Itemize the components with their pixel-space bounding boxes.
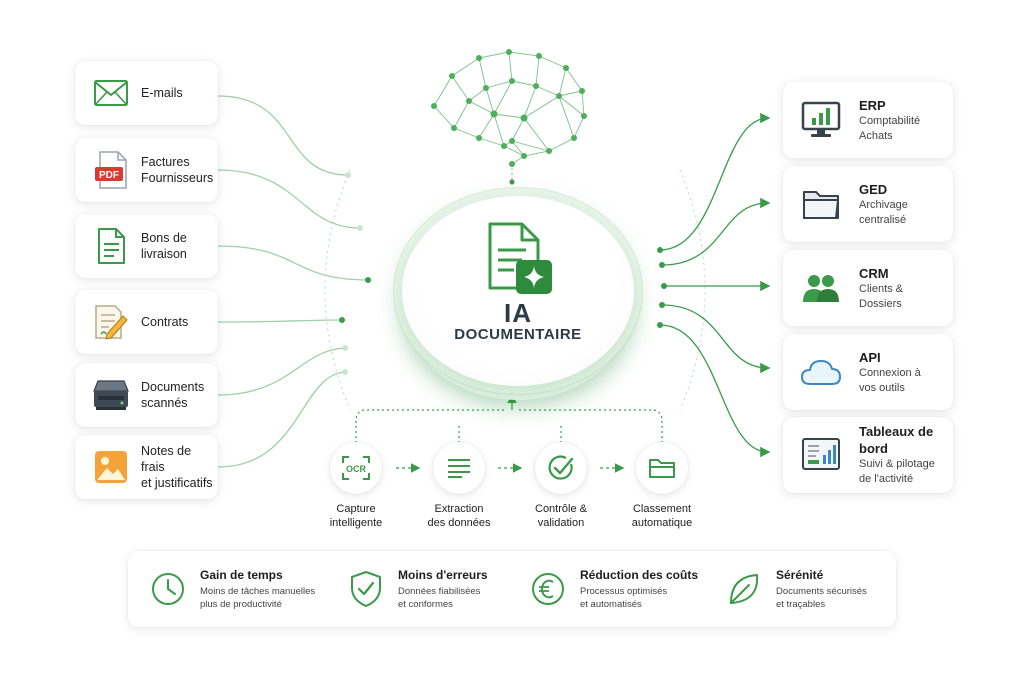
envelope-icon bbox=[91, 73, 131, 113]
step-label: Contrôle & validation bbox=[535, 503, 587, 529]
pdf-badge: PDF bbox=[99, 170, 119, 181]
benefit-text: Moins de tâches manuelles plus de produc… bbox=[200, 586, 316, 610]
step-label: Extraction des données bbox=[427, 503, 491, 529]
folder-icon bbox=[636, 442, 688, 494]
source-label: Documents scannés bbox=[141, 380, 205, 410]
benefit-text: Processus optimisés et automatisés bbox=[580, 586, 668, 610]
benefit-costs: Réduction des coûts Processus optimisés … bbox=[528, 551, 698, 627]
step-classification[interactable]: Classement automatique bbox=[607, 442, 717, 530]
scanner-icon bbox=[91, 375, 131, 415]
benefit-title: Réduction des coûts bbox=[580, 568, 699, 582]
hub-title: IA bbox=[504, 298, 532, 328]
ocr-scan-icon: OCR bbox=[330, 442, 382, 494]
destination-subtitle: Suivi & pilotage de l'activité bbox=[859, 458, 935, 485]
benefit-title: Moins d'erreurs bbox=[398, 568, 488, 582]
destination-subtitle: Clients & Dossiers bbox=[859, 282, 904, 310]
source-card-delivery-notes[interactable]: Bons de livraison bbox=[75, 214, 218, 278]
dashboard-icon bbox=[799, 433, 843, 477]
document-icon bbox=[91, 226, 131, 266]
source-card-expense-notes[interactable]: Notes de frais et justificatifs bbox=[75, 435, 218, 499]
pdf-file-icon: PDF bbox=[91, 150, 131, 190]
step-validation[interactable]: Contrôle & validation bbox=[506, 442, 616, 530]
destination-subtitle: Archivage centralisé bbox=[859, 198, 908, 226]
source-label: Factures Fournisseurs bbox=[141, 155, 214, 185]
leaf-icon bbox=[724, 569, 764, 609]
benefit-title: Sérénité bbox=[776, 568, 824, 582]
benefit-serenity: Sérénité Documents sécurisés et traçable… bbox=[724, 551, 867, 627]
clock-icon bbox=[148, 569, 188, 609]
step-extraction[interactable]: Extraction des données bbox=[404, 442, 514, 530]
benefits-bar: Gain de temps Moins de tâches manuelles … bbox=[128, 551, 896, 627]
neural-network-brain-icon bbox=[431, 49, 587, 167]
step-label: Capture intelligente bbox=[329, 503, 383, 529]
benefit-errors: Moins d'erreurs Données fiabilisées et c… bbox=[346, 551, 488, 627]
source-label: Notes de frais et justificatifs bbox=[141, 444, 213, 490]
destination-subtitle: Connexion à vos outils bbox=[859, 366, 921, 394]
destination-title: API bbox=[859, 349, 881, 365]
destination-title: CRM bbox=[859, 265, 889, 281]
destination-card-dashboards[interactable]: Tableaux de bord Suivi & pilotage de l'a… bbox=[783, 417, 953, 493]
users-icon bbox=[799, 266, 843, 310]
destination-title: GED bbox=[859, 181, 888, 197]
benefit-time: Gain de temps Moins de tâches manuelles … bbox=[148, 551, 315, 627]
euro-icon bbox=[528, 569, 568, 609]
destination-card-api[interactable]: API Connexion à vos outils bbox=[783, 334, 953, 410]
source-label: Contrats bbox=[141, 315, 189, 329]
image-receipt-icon bbox=[91, 447, 131, 487]
destination-title: ERP bbox=[859, 97, 886, 113]
check-circle-icon bbox=[535, 442, 587, 494]
shield-check-icon bbox=[346, 569, 386, 609]
cloud-icon bbox=[799, 350, 843, 394]
benefit-title: Gain de temps bbox=[200, 568, 283, 582]
monitor-chart-icon bbox=[799, 98, 843, 142]
folder-icon bbox=[799, 182, 843, 226]
source-card-emails[interactable]: E-mails bbox=[75, 61, 218, 125]
destination-card-ged[interactable]: GED Archivage centralisé bbox=[783, 166, 953, 242]
source-label: E-mails bbox=[141, 86, 183, 100]
source-card-invoices[interactable]: PDF Factures Fournisseurs bbox=[75, 138, 218, 202]
destination-card-crm[interactable]: CRM Clients & Dossiers bbox=[783, 250, 953, 326]
contract-pen-icon bbox=[91, 302, 131, 342]
benefit-text: Données fiabilisées et conformes bbox=[398, 586, 481, 610]
source-card-scanned-documents[interactable]: Documents scannés bbox=[75, 363, 218, 427]
ai-document-icon bbox=[488, 222, 552, 294]
source-card-contracts[interactable]: Contrats bbox=[75, 290, 218, 354]
step-capture[interactable]: OCR Capture intelligente bbox=[301, 442, 411, 530]
list-lines-icon bbox=[433, 442, 485, 494]
benefit-text: Documents sécurisés et traçables bbox=[776, 586, 867, 610]
destination-card-erp[interactable]: ERP Comptabilité Achats bbox=[783, 82, 953, 158]
hub-subtitle: DOCUMENTAIRE bbox=[454, 326, 582, 343]
destination-title: Tableaux de bord bbox=[859, 424, 934, 456]
ocr-text: OCR bbox=[346, 464, 367, 474]
step-label: Classement automatique bbox=[631, 503, 693, 529]
source-label: Bons de livraison bbox=[141, 231, 187, 261]
destination-subtitle: Comptabilité Achats bbox=[859, 114, 921, 142]
